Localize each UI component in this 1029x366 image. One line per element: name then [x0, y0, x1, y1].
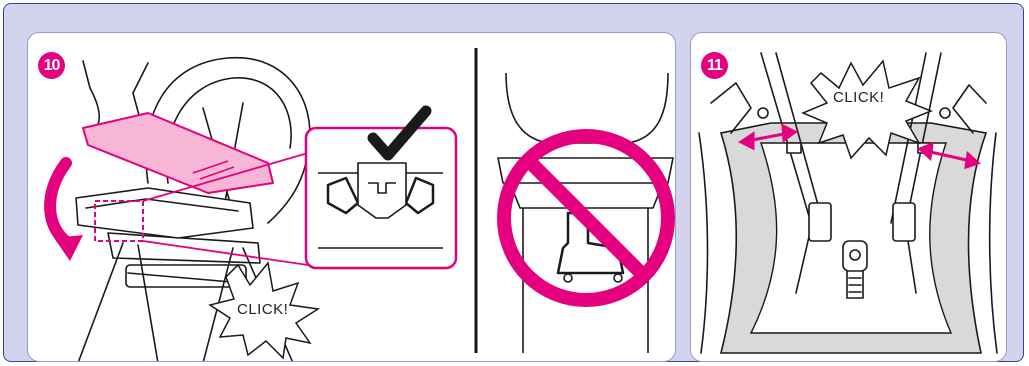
instruction-frame: 10 CLICK! [3, 3, 1024, 362]
rotate-arrow [50, 163, 68, 243]
latch-body [358, 163, 406, 218]
tray-raised [83, 113, 273, 193]
step-11-illustration [691, 33, 1006, 361]
chair-leg [138, 245, 158, 361]
seat-shell [699, 133, 708, 353]
click-sound-label: CLICK! [237, 301, 288, 318]
arm [83, 61, 148, 93]
chair-leg [78, 243, 123, 361]
step-number-badge: 10 [38, 52, 65, 79]
seat-shell [990, 133, 997, 353]
step-number-badge: 11 [701, 52, 728, 79]
step-11-panel: 11 CLICK! [690, 32, 1007, 362]
crotch-buckle [843, 241, 867, 271]
step-10-illustration [28, 33, 675, 361]
step-10-panel: 10 CLICK! [27, 32, 676, 362]
rotate-arrow-head [54, 235, 83, 261]
harness-buckle [809, 203, 831, 241]
click-sound-label: CLICK! [833, 89, 884, 106]
harness-buckle [893, 203, 915, 241]
